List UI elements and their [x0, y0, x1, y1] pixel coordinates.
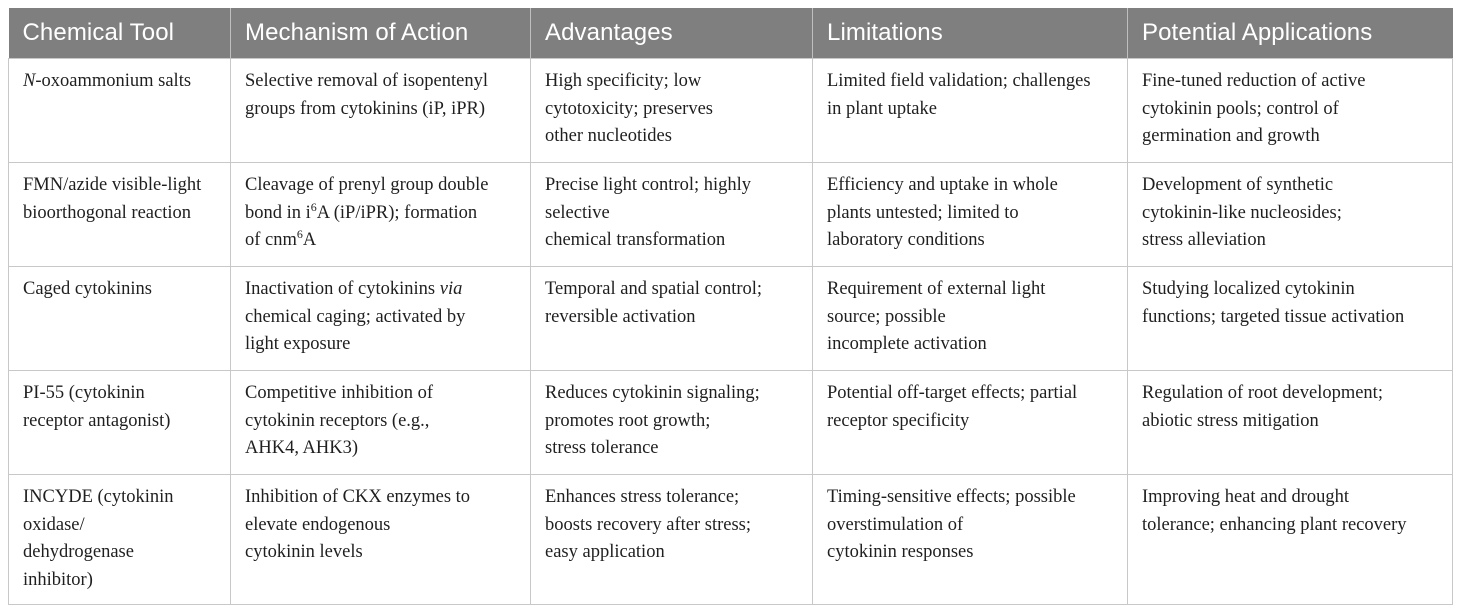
- cell-chemical-tool: PI-55 (cytokinin receptor antagonist): [8, 370, 231, 475]
- chemical-tools-table: Chemical Tool Mechanism of Action Advant…: [8, 8, 1453, 605]
- cell-text: A: [302, 230, 317, 250]
- cell-limitations: Limited field validation; challenges in …: [812, 58, 1128, 163]
- superscript: 6: [296, 226, 303, 241]
- cell-advantages: Precise light control; highly selective …: [530, 162, 813, 267]
- table-row: Caged cytokinins Inactivation of cytokin…: [8, 266, 1453, 371]
- superscript: 6: [310, 199, 317, 214]
- table-row: FMN/azide visible-light bioorthogonal re…: [8, 162, 1453, 267]
- cell-mechanism: Selective removal of isopentenyl groups …: [230, 58, 531, 163]
- table-row: N-oxoammonium salts Selective removal of…: [8, 58, 1453, 163]
- cell-mechanism: Competitive inhibition of cytokinin rece…: [230, 370, 531, 475]
- cell-applications: Development of synthetic cytokinin-like …: [1127, 162, 1453, 267]
- header-advantages: Advantages: [530, 8, 813, 59]
- cell-applications: Studying localized cytokinin functions; …: [1127, 266, 1453, 371]
- table-container: Chemical Tool Mechanism of Action Advant…: [8, 8, 1453, 605]
- cell-mechanism: Cleavage of prenyl group double bond in …: [230, 162, 531, 267]
- cell-limitations: Requirement of external light source; po…: [812, 266, 1128, 371]
- italic-text: via: [439, 279, 463, 299]
- cell-text: Cleavage of prenyl group double bond in …: [245, 175, 489, 223]
- header-applications: Potential Applications: [1127, 8, 1453, 59]
- cell-advantages: Reduces cytokinin signaling; promotes ro…: [530, 370, 813, 475]
- header-mechanism: Mechanism of Action: [230, 8, 531, 59]
- cell-text: Inactivation of cytokinins: [245, 279, 440, 299]
- header-limitations: Limitations: [812, 8, 1128, 59]
- cell-advantages: High specificity; low cytotoxicity; pres…: [530, 58, 813, 163]
- cell-applications: Regulation of root development; abiotic …: [1127, 370, 1453, 475]
- cell-chemical-tool: N-oxoammonium salts: [8, 58, 231, 163]
- cell-limitations: Efficiency and uptake in whole plants un…: [812, 162, 1128, 267]
- cell-chemical-tool: INCYDE (cytokinin oxidase/ dehydrogenase…: [8, 474, 231, 605]
- table-row: INCYDE (cytokinin oxidase/ dehydrogenase…: [8, 474, 1453, 605]
- header-row: Chemical Tool Mechanism of Action Advant…: [8, 8, 1453, 59]
- cell-advantages: Temporal and spatial control; reversible…: [530, 266, 813, 371]
- cell-advantages: Enhances stress tolerance; boosts recove…: [530, 474, 813, 605]
- cell-text: A (iP/iPR); formation of cnm: [245, 202, 478, 251]
- cell-limitations: Potential off-target effects; partial re…: [812, 370, 1128, 475]
- table-row: PI-55 (cytokinin receptor antagonist) Co…: [8, 370, 1453, 475]
- header-chemical-tool: Chemical Tool: [8, 8, 231, 59]
- cell-mechanism: Inhibition of CKX enzymes to elevate end…: [230, 474, 531, 605]
- cell-applications: Improving heat and drought tolerance; en…: [1127, 474, 1453, 605]
- cell-limitations: Timing-sensitive effects; possible overs…: [812, 474, 1128, 605]
- cell-applications: Fine-tuned reduction of active cytokinin…: [1127, 58, 1453, 163]
- cell-text: -oxoammonium salts: [35, 71, 192, 91]
- italic-text: N: [23, 71, 36, 91]
- cell-chemical-tool: Caged cytokinins: [8, 266, 231, 371]
- cell-chemical-tool: FMN/azide visible-light bioorthogonal re…: [8, 162, 231, 267]
- cell-mechanism: Inactivation of cytokinins via chemical …: [230, 266, 531, 371]
- cell-text: chemical caging; activated by light expo…: [245, 306, 466, 355]
